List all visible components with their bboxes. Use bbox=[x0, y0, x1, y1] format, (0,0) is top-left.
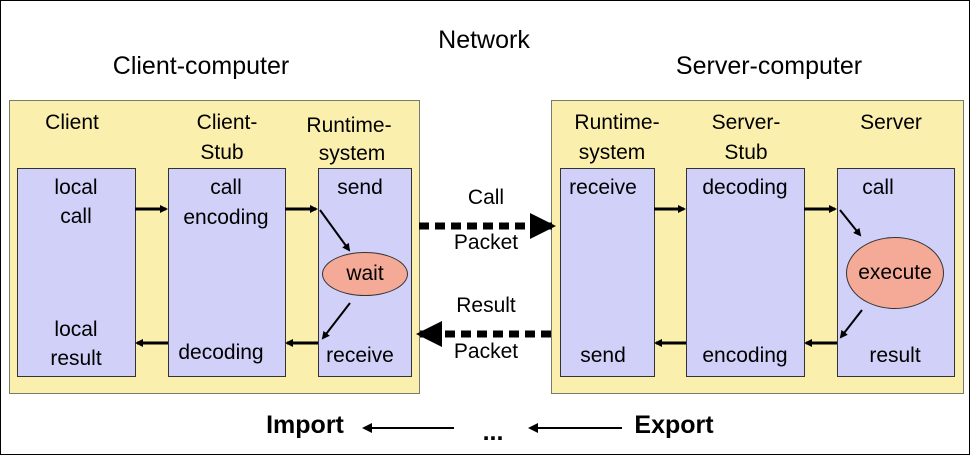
arrow-send-to-wait bbox=[319, 209, 351, 252]
server-stub-header-line1: Server- bbox=[711, 111, 781, 134]
arrow-call-to-execute bbox=[839, 209, 862, 237]
client-stub-decoding: decoding bbox=[178, 341, 264, 364]
client-computer-title: Client-computer bbox=[112, 52, 290, 80]
server-computer-title: Server-computer bbox=[675, 52, 863, 80]
client-stub-header-line2: Stub bbox=[200, 141, 244, 164]
server-runtime-receive: receive bbox=[569, 176, 637, 199]
client-column bbox=[17, 168, 136, 377]
result-packet-line2: Packet bbox=[453, 340, 519, 363]
client-local-call-line2: call bbox=[60, 205, 92, 228]
client-local-result-line1: local bbox=[54, 318, 98, 341]
client-stub-call-encoding-line2: encoding bbox=[183, 206, 269, 229]
ellipsis-label: ... bbox=[482, 418, 504, 446]
server-stub-header-line2: Stub bbox=[724, 141, 768, 164]
client-runtime-receive: receive bbox=[326, 344, 394, 367]
server-stub-encoding: encoding bbox=[702, 344, 788, 367]
export-label: Export bbox=[634, 411, 714, 439]
wait-ellipse: wait bbox=[322, 252, 408, 296]
network-label: Network bbox=[438, 26, 530, 54]
wait-label: wait bbox=[346, 262, 384, 285]
call-packet-line2: Packet bbox=[453, 231, 519, 254]
import-label: Import bbox=[266, 411, 344, 439]
client-local-call-line1: local bbox=[54, 176, 98, 199]
server-stub-decoding: decoding bbox=[702, 176, 788, 199]
execute-label: execute bbox=[858, 261, 932, 284]
arrow-wait-to-receive bbox=[321, 302, 351, 340]
client-header: Client bbox=[45, 111, 99, 134]
server-runtime-column bbox=[560, 168, 655, 377]
client-stub-header-line1: Client- bbox=[196, 111, 258, 134]
client-stub-column bbox=[168, 168, 286, 377]
client-stub-call-encoding-line1: call bbox=[210, 176, 242, 199]
server-stub-column bbox=[686, 168, 805, 377]
client-runtime-send: send bbox=[337, 176, 383, 199]
server-runtime-header-line2: system bbox=[578, 141, 646, 164]
server-header: Server bbox=[860, 111, 922, 134]
arrow-execute-to-result bbox=[839, 309, 863, 339]
client-local-result-line2: result bbox=[50, 347, 102, 370]
execute-ellipse: execute bbox=[846, 237, 944, 309]
server-result: result bbox=[869, 344, 921, 367]
server-runtime-send: send bbox=[580, 344, 626, 367]
server-runtime-header-line1: Runtime- bbox=[574, 111, 660, 134]
call-packet-line1: Call bbox=[467, 186, 505, 209]
client-runtime-header-line2: system bbox=[318, 142, 386, 165]
client-runtime-header-line1: Runtime- bbox=[306, 114, 392, 137]
server-call: call bbox=[862, 176, 894, 199]
result-packet-line1: Result bbox=[456, 294, 516, 317]
